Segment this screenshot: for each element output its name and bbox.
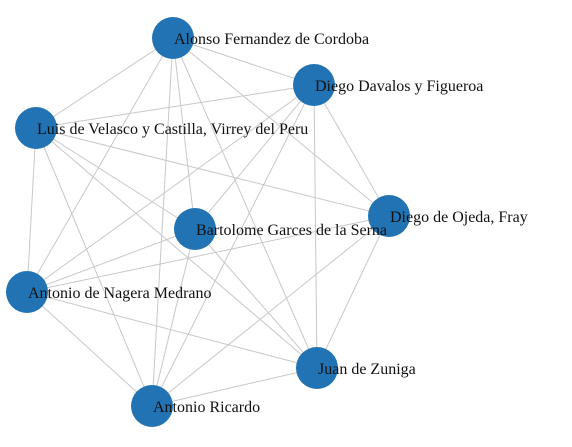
edge-alonso-bartolome — [172, 37, 196, 230]
edge-diego_davalos-luis — [35, 84, 315, 129]
edge-diego_davalos-antonio_ricardo — [151, 84, 315, 407]
node-antonio_ricardo[interactable] — [131, 385, 173, 427]
node-label-diego_davalos: Diego Davalos y Figueroa — [315, 78, 483, 95]
edge-bartolome-antonio_nagera — [26, 228, 196, 293]
edge-bartolome-antonio_ricardo — [151, 228, 196, 407]
node-label-juan: Juan de Zuniga — [318, 361, 416, 378]
node-label-alonso: Alonso Fernandez de Cordoba — [174, 31, 369, 48]
edge-diego_davalos-diego_ojeda — [313, 84, 390, 217]
node-juan[interactable] — [296, 347, 338, 389]
edge-luis-antonio_nagera — [26, 127, 37, 293]
edge-alonso-antonio_nagera — [26, 37, 174, 293]
node-label-bartolome: Bartolome Garces de la Serna — [196, 222, 387, 239]
node-label-antonio_ricardo: Antonio Ricardo — [153, 399, 260, 416]
node-alonso[interactable] — [152, 17, 194, 59]
edge-antonio_nagera-antonio_ricardo — [26, 291, 153, 407]
edge-diego_ojeda-antonio_ricardo — [151, 215, 390, 407]
edge-juan-antonio_ricardo — [151, 367, 318, 407]
edge-antonio_nagera-juan — [26, 291, 318, 369]
node-label-diego_ojeda: Diego de Ojeda, Fray — [390, 209, 528, 226]
edge-bartolome-juan — [194, 228, 318, 369]
edge-diego_davalos-juan — [313, 84, 318, 369]
edge-alonso-diego_ojeda — [172, 37, 390, 217]
node-diego_ojeda[interactable] — [368, 195, 410, 237]
edge-diego_ojeda-antonio_nagera — [26, 215, 390, 293]
edge-diego_davalos-bartolome — [194, 84, 315, 230]
edge-diego_ojeda-juan — [316, 215, 390, 369]
edge-luis-diego_ojeda — [35, 127, 390, 217]
node-label-antonio_nagera: Antonio de Nagera Medrano — [28, 285, 212, 302]
edge-diego_davalos-antonio_nagera — [26, 84, 315, 293]
nodes-layer — [6, 17, 410, 427]
node-antonio_nagera[interactable] — [6, 271, 48, 313]
edge-alonso-diego_davalos — [172, 37, 315, 86]
node-bartolome[interactable] — [174, 208, 216, 250]
edge-alonso-antonio_ricardo — [151, 37, 174, 407]
edge-alonso-juan — [172, 37, 318, 369]
edge-luis-bartolome — [35, 127, 196, 230]
edge-alonso-luis — [35, 37, 174, 129]
edge-luis-juan — [35, 127, 318, 369]
node-diego_davalos[interactable] — [293, 64, 335, 106]
edges-layer — [26, 37, 390, 407]
node-label-luis: Luis de Velasco y Castilla, Virrey del P… — [37, 121, 308, 138]
node-luis[interactable] — [15, 107, 57, 149]
